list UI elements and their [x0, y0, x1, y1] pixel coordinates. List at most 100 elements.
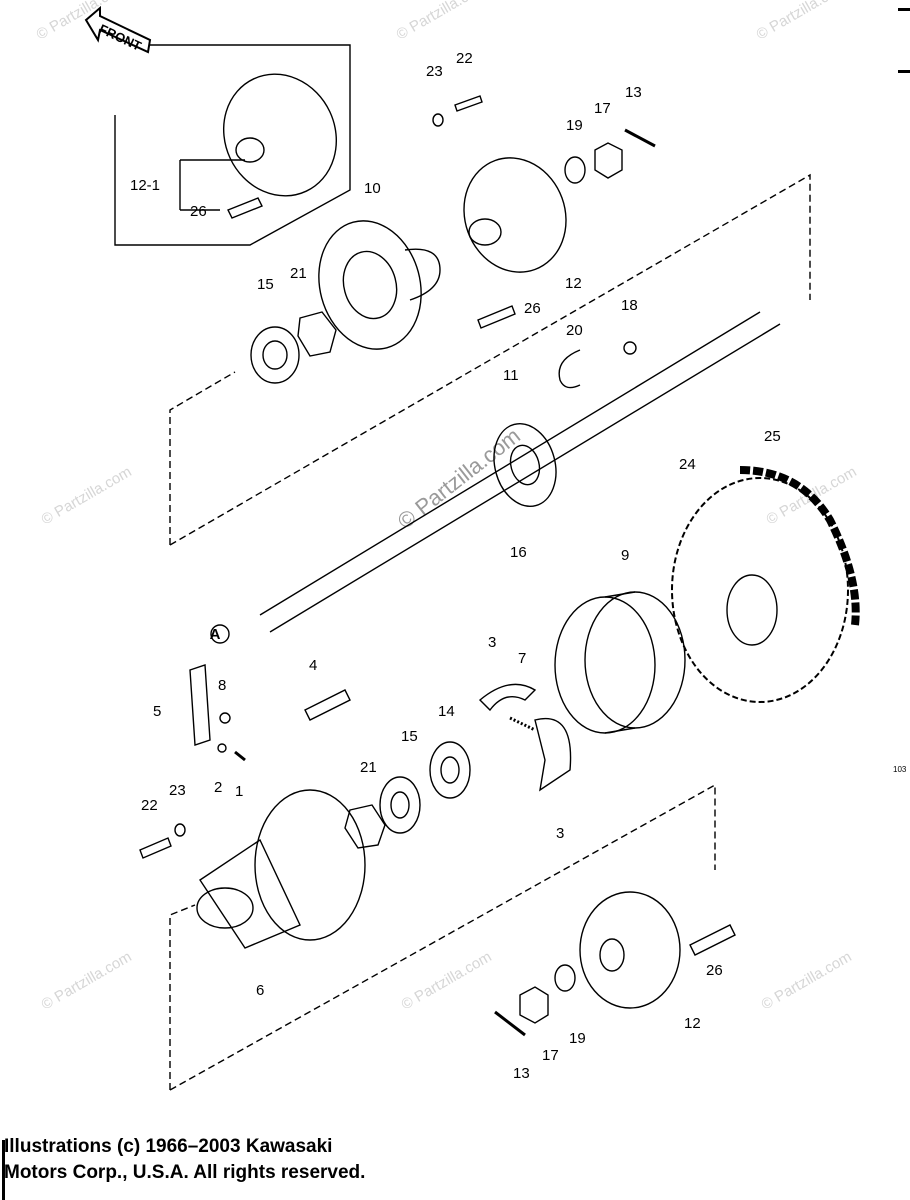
copyright-line-1: Illustrations (c) 1966–2003 Kawasaki — [4, 1136, 333, 1157]
hub-12-bottom — [579, 891, 681, 1009]
callout-14: 14 — [438, 703, 455, 720]
clip-20 — [558, 349, 581, 389]
watermark: © Partzilla.com — [39, 463, 135, 528]
callout-26-bottom: 26 — [706, 962, 723, 979]
callout-16: 16 — [510, 544, 527, 561]
watermarks: © Partzilla.com © Partzilla.com © Partzi… — [34, 0, 860, 1013]
castle-nut-17-bottom — [519, 986, 549, 1024]
guide-line — [169, 371, 236, 545]
inset-hub-boss — [235, 137, 265, 163]
callout-15-top: 15 — [257, 276, 274, 293]
callout-7: 7 — [518, 650, 526, 667]
brake-shoe-3-upper — [478, 683, 537, 712]
bearing-14 — [429, 741, 471, 799]
callout-5: 5 — [153, 703, 161, 720]
guide-line — [169, 904, 196, 1090]
nut-18 — [623, 341, 637, 355]
callout-3-upper: 3 — [488, 634, 496, 651]
callouts: 1 2 3 3 4 5 6 7 8 9 10 11 12 12 12-1 13 … — [130, 50, 907, 1082]
brake-shoe-3-lower — [534, 718, 572, 792]
copyright-line-2: Motors Corp., U.S.A. All rights reserved… — [4, 1162, 366, 1183]
brake-cam-4 — [304, 689, 351, 721]
callout-13-bottom: 13 — [513, 1065, 530, 1082]
callout-26-inset: 26 — [190, 203, 207, 220]
inset-box — [114, 44, 351, 246]
washer-8 — [219, 712, 231, 724]
callout-1: 1 — [235, 783, 243, 800]
bolt-22-bottom — [139, 837, 172, 859]
callout-23-top: 23 — [426, 63, 443, 80]
callout-12-bottom: 12 — [684, 1015, 701, 1032]
front-arrow-icon — [84, 5, 152, 54]
callout-21-bottom: 21 — [360, 759, 377, 776]
callout-19-top: 19 — [566, 117, 583, 134]
castle-nut-17-top — [594, 142, 623, 179]
hub-flange-10 — [318, 220, 441, 350]
hub-6 — [196, 789, 366, 949]
guide-line — [169, 173, 811, 546]
edge-mark — [898, 70, 910, 73]
washer-2 — [217, 743, 227, 753]
callout-4: 4 — [309, 657, 317, 674]
callout-24: 24 — [679, 456, 696, 473]
edge-mark — [898, 8, 910, 11]
inset-hub-flange — [222, 73, 338, 197]
callout-9: 9 — [621, 547, 629, 564]
cotter-pin-13-bottom — [494, 1010, 526, 1037]
watermark: © Partzilla.com — [764, 463, 860, 528]
callout-22-top: 22 — [456, 50, 473, 67]
callout-19-bottom: 19 — [569, 1030, 586, 1047]
watermark: © Partzilla.com — [754, 0, 850, 43]
callout-11: 11 — [503, 367, 519, 384]
callout-26-top: 26 — [524, 300, 541, 317]
copyright-bar — [2, 1140, 5, 1200]
callout-25: 25 — [764, 428, 781, 445]
brake-drum-9 — [554, 591, 686, 734]
cotter-pin-13-top — [624, 128, 656, 148]
brake-lever-5 — [189, 664, 211, 746]
bolt-26-top — [477, 305, 516, 329]
callout-6: 6 — [256, 982, 264, 999]
inset-bolt — [227, 197, 263, 219]
hex-seal-21-bottom — [344, 804, 386, 849]
watermark: © Partzilla.com — [39, 948, 135, 1013]
spring-7 — [509, 716, 536, 732]
callout-10: 10 — [364, 180, 381, 197]
washer-19-top — [564, 156, 586, 184]
watermark: © Partzilla.com — [394, 0, 490, 43]
washer-23-bottom — [174, 823, 186, 837]
callout-22-bottom: 22 — [141, 797, 158, 814]
watermark: © Partzilla.com — [759, 948, 855, 1013]
guide-line — [169, 783, 716, 1091]
callout-12-1: 12-1 — [130, 177, 160, 194]
callout-17-top: 17 — [594, 100, 611, 117]
callout-8: 8 — [218, 677, 226, 694]
callout-17-bottom: 17 — [542, 1047, 559, 1064]
bolt-26-bottom — [689, 924, 736, 956]
sprocket-24 — [671, 477, 849, 703]
bolt-22-top — [454, 95, 483, 112]
hex-seal-21-top — [297, 311, 337, 357]
bearing-15-bottom — [379, 776, 421, 834]
hub-12-top — [463, 157, 567, 273]
bolt-1 — [234, 750, 246, 762]
figure-code: 103 — [893, 765, 907, 774]
chain-25 — [739, 466, 860, 626]
axle-11 — [259, 311, 781, 633]
callout-23-bottom: 23 — [169, 782, 186, 799]
callout-21-top: 21 — [290, 265, 307, 282]
reference-marker-label: A — [210, 626, 221, 643]
washer-19-bottom — [554, 964, 576, 992]
washer-23-top — [432, 113, 444, 127]
callout-2: 2 — [214, 779, 222, 796]
callout-13-top: 13 — [625, 84, 642, 101]
reference-marker-circle — [210, 624, 230, 644]
callout-18: 18 — [621, 297, 638, 314]
watermark: © Partzilla.com — [399, 948, 495, 1013]
callout-12-top: 12 — [565, 275, 582, 292]
callout-15-bottom: 15 — [401, 728, 418, 745]
callout-20: 20 — [566, 322, 583, 339]
bearing-15-top — [250, 326, 300, 384]
callout-3-lower: 3 — [556, 825, 564, 842]
